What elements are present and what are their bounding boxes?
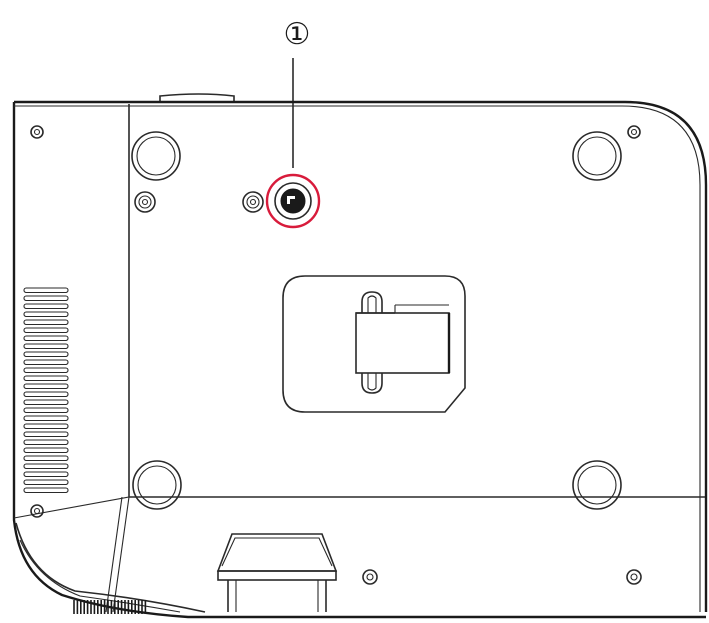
vent-slot: [23, 479, 69, 486]
screw-top-right: [627, 125, 641, 139]
vent-slot: [23, 423, 69, 430]
rear-curve-inner: [19, 539, 181, 613]
foot-bottom-right: [572, 460, 622, 510]
vent-slot: [23, 399, 69, 406]
vent-slot: [23, 463, 69, 470]
vent-slot: [23, 407, 69, 414]
bottom-divider-2: [13, 496, 130, 519]
vent-slot: [23, 295, 69, 302]
screw-top-left: [30, 125, 44, 139]
cover-latch: [355, 291, 451, 394]
screw-bottom-middle: [362, 569, 378, 585]
vent-slot: [23, 383, 69, 390]
bottom-vent-grille: [73, 600, 147, 614]
screw-side: [134, 191, 156, 213]
vent-slot: [23, 351, 69, 358]
foot-top-left: [131, 131, 181, 181]
vent-slot: [23, 319, 69, 326]
vent-slot: [23, 327, 69, 334]
vent-slot: [23, 471, 69, 478]
rear-curve: [15, 522, 206, 613]
body-outline-inner-top: [14, 105, 701, 612]
callout-number: ①: [284, 17, 311, 52]
bottom-handle: [216, 533, 338, 612]
mounting-screw-hole: [265, 173, 321, 229]
side-vent-grille: [23, 287, 69, 494]
screw-bottom-left: [30, 504, 44, 518]
vent-slot: [23, 335, 69, 342]
vent-slot: [23, 447, 69, 454]
vent-slot: [23, 367, 69, 374]
slant-edge-2: [105, 496, 123, 613]
body-outline: [12, 100, 708, 619]
center-cover: [282, 275, 466, 413]
slant-edge-1: [112, 496, 130, 613]
screw-bottom-right: [626, 569, 642, 585]
vent-slot: [23, 311, 69, 318]
vent-slot: [23, 455, 69, 462]
vent-slot: [23, 431, 69, 438]
vent-slot: [23, 359, 69, 366]
top-bump: [159, 93, 235, 101]
vent-slot: [23, 287, 69, 294]
vent-slot: [23, 343, 69, 350]
vent-slot: [23, 439, 69, 446]
vent-slot: [23, 487, 69, 494]
foot-bottom-left: [132, 460, 182, 510]
vent-slot: [23, 375, 69, 382]
foot-top-right: [572, 131, 622, 181]
vent-slot: [23, 303, 69, 310]
vent-slot: [23, 391, 69, 398]
screw-near-mount: [242, 191, 264, 213]
vent-slot: [23, 415, 69, 422]
